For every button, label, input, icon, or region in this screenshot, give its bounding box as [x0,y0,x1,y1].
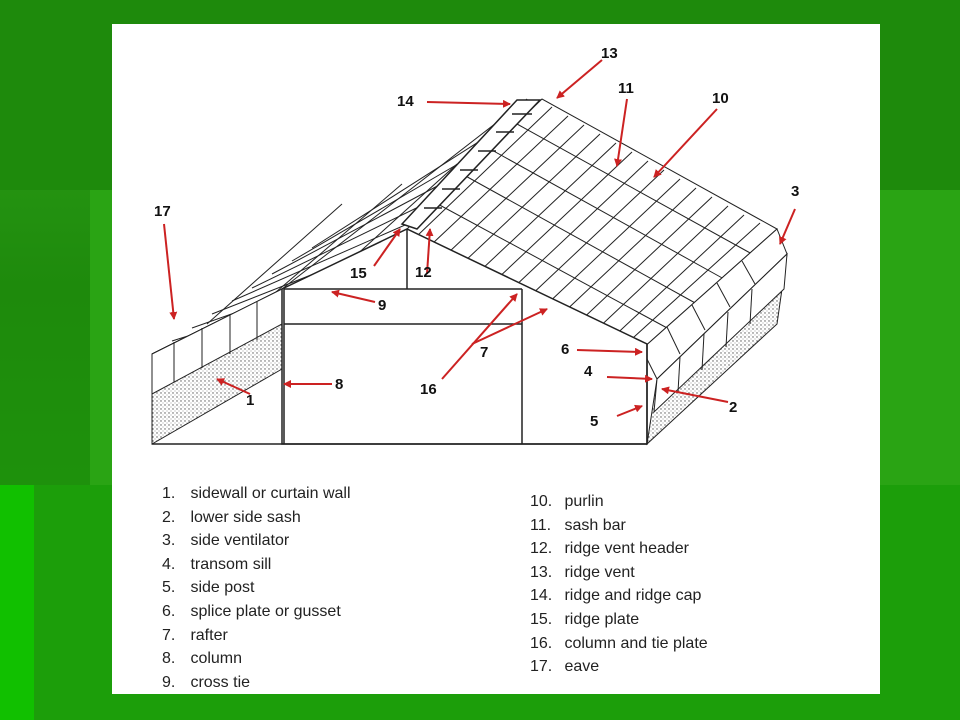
legend-right: 10. purlin 11. sash bar 12. ridge vent h… [530,490,708,679]
callout-arrows [163,59,796,417]
legend-number: 4. [162,555,176,573]
ridge-vent [400,99,542,230]
diagram-panel: 1 2 3 4 5 6 7 8 9 10 11 12 13 14 15 16 1… [112,24,880,694]
legend-text: splice plate or gusset [190,602,341,620]
callout-3: 3 [791,183,799,200]
legend-item: 7. rafter [162,624,351,648]
callout-16: 16 [420,381,437,398]
legend-left: 1. sidewall or curtain wall 2. lower sid… [162,482,351,694]
legend-item: 6. splice plate or gusset [162,600,351,624]
callout-6: 6 [561,341,569,358]
legend-number: 2. [162,508,176,526]
legend-text: sash bar [564,516,626,534]
legend-number: 17. [530,658,553,676]
callout-11: 11 [618,80,634,97]
legend-text: ridge and ridge cap [564,587,702,605]
legend-number: 13. [530,563,553,581]
legend-item: 17. eave [530,655,708,679]
callout-2: 2 [729,399,737,416]
legend-item: 1. sidewall or curtain wall [162,482,351,506]
legend-item: 5. side post [162,576,351,600]
callout-17: 17 [154,203,171,220]
legend-item: 13. ridge vent [530,561,708,585]
callout-15: 15 [350,265,367,282]
legend-number: 12. [530,540,553,558]
legend-text: transom sill [190,555,272,573]
gable-frame [152,228,648,445]
legend-number: 10. [530,493,553,510]
legend-text: side post [190,579,255,597]
callout-labels: 1 2 3 4 5 6 7 8 9 10 11 12 13 14 15 16 1… [154,45,799,430]
legend-item: 3. side ventilator [162,529,351,553]
callout-8: 8 [335,376,343,393]
legend-text: eave [564,658,600,676]
callout-9: 9 [378,297,386,314]
legend-text: cross tie [190,673,251,691]
legend-number: 7. [162,626,176,644]
background-accent-strip [0,485,34,720]
callout-5: 5 [590,413,598,430]
legend-item: 12. ridge vent header [530,537,708,561]
callout-4: 4 [584,363,593,380]
legend-text: lower side sash [190,508,301,526]
legend-item: 11. sash bar [530,514,708,538]
legend-item: 4. transom sill [162,553,351,577]
callout-1: 1 [246,392,254,409]
legend-number: 11. [530,516,552,534]
legend-text: ridge vent [564,563,635,581]
legend-text: ridge plate [564,610,640,628]
legend-number: 14. [530,587,553,605]
legend-text: rafter [190,626,228,644]
legend-number: 1. [162,485,176,502]
legend-number: 9. [162,673,176,691]
legend-number: 5. [162,579,176,597]
legend-item: 15. ridge plate [530,608,708,632]
callout-10: 10 [712,90,729,107]
legend-item: 8. column [162,647,351,671]
legend-text: column [190,650,243,668]
legend-item: 2. lower side sash [162,506,351,530]
legend-number: 6. [162,602,176,620]
legend-text: column and tie plate [564,634,708,652]
legend-number: 3. [162,532,176,550]
legend-item: 14. ridge and ridge cap [530,584,708,608]
right-sidewall [646,252,788,446]
callout-7: 7 [480,344,488,361]
callout-12: 12 [415,264,432,281]
legend-number: 8. [162,650,176,668]
legend-text: purlin [564,493,604,510]
legend-item: 9. cross tie [162,671,351,695]
legend-item: 16. column and tie plate [530,632,708,656]
legend-text: ridge vent header [564,540,689,558]
legend-number: 15. [530,610,553,628]
legend-text: sidewall or curtain wall [190,485,351,502]
legend-item: 10. purlin [530,490,708,514]
callout-14: 14 [397,93,414,110]
callout-13: 13 [601,45,618,62]
legend-number: 16. [530,634,553,652]
legend-text: side ventilator [190,532,290,550]
right-roof-slope [406,98,778,350]
greenhouse-diagram: 1 2 3 4 5 6 7 8 9 10 11 12 13 14 15 16 1… [151,45,799,446]
